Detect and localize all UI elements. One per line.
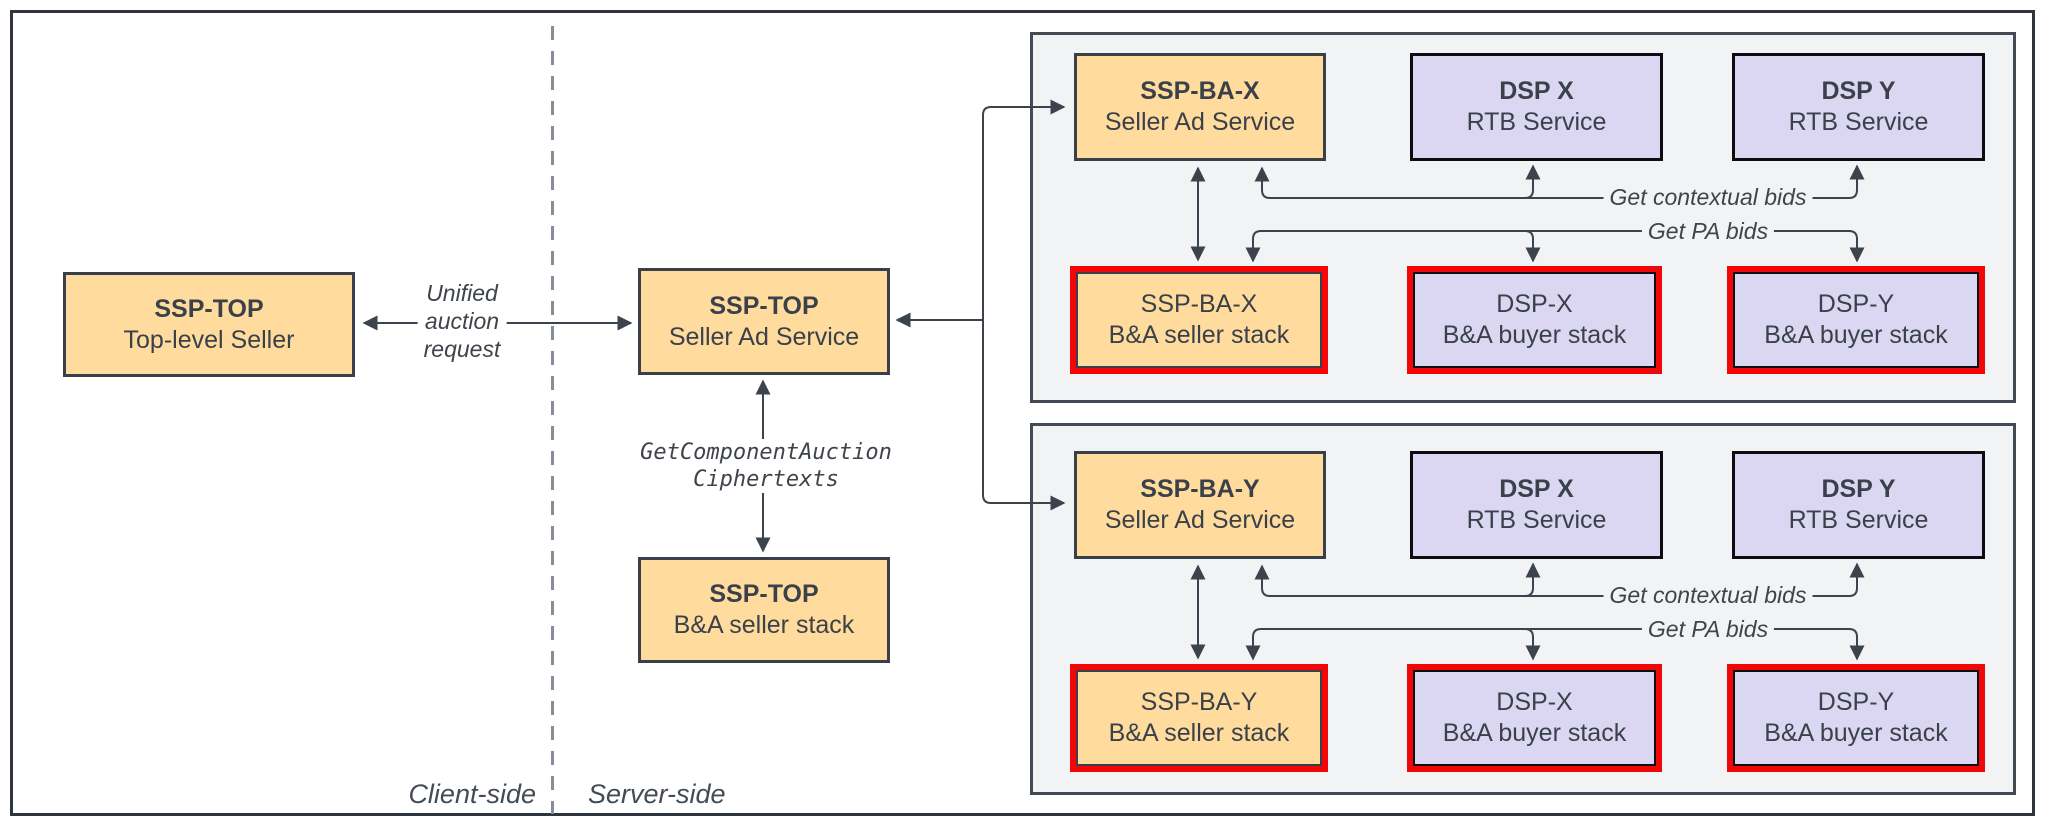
box-title: DSP X: [1499, 475, 1574, 503]
box-subtitle: RTB Service: [1788, 506, 1929, 534]
box-ssp-ba-y-seller-ad-service: SSP-BA-Y Seller Ad Service: [1074, 451, 1326, 559]
box-title: SSP-BA-Y: [1140, 688, 1258, 716]
box-ssp-top-ba-seller-stack: SSP-TOP B&A seller stack: [638, 557, 890, 663]
box-ssp-ba-x-seller-ad-service: SSP-BA-X Seller Ad Service: [1074, 53, 1326, 161]
box-dsp-x-ba-buyer-stack-1: DSP-X B&A buyer stack: [1407, 266, 1662, 374]
box-title: SSP-BA-Y: [1140, 475, 1260, 503]
label-get-contextual-bids-2: Get contextual bids: [1603, 581, 1813, 609]
box-subtitle: B&A seller stack: [1108, 719, 1290, 747]
label-get-pa-bids-1: Get PA bids: [1641, 217, 1775, 245]
box-subtitle: B&A seller stack: [1108, 321, 1290, 349]
box-dsp-y-ba-buyer-stack-2: DSP-Y B&A buyer stack: [1727, 664, 1985, 772]
box-ssp-top-seller-ad-service: SSP-TOP Seller Ad Service: [638, 268, 890, 375]
box-subtitle: B&A buyer stack: [1764, 321, 1948, 349]
box-dsp-x-ba-buyer-stack-2: DSP-X B&A buyer stack: [1407, 664, 1662, 772]
client-server-divider-line: [551, 26, 554, 814]
label-unified-auction-request: Unified auction request: [417, 279, 507, 363]
label-client-side: Client-side: [408, 779, 536, 809]
box-subtitle: B&A buyer stack: [1442, 719, 1627, 747]
box-dsp-y-rtb-service-2: DSP Y RTB Service: [1732, 451, 1985, 559]
box-title: DSP-Y: [1817, 290, 1895, 318]
box-title: DSP-X: [1496, 688, 1573, 716]
box-ssp-ba-x-ba-seller-stack: SSP-BA-X B&A seller stack: [1070, 266, 1328, 374]
box-dsp-x-rtb-service-1: DSP X RTB Service: [1410, 53, 1663, 161]
box-title: DSP-Y: [1817, 688, 1895, 716]
box-subtitle: B&A buyer stack: [1442, 321, 1627, 349]
box-title: DSP X: [1499, 77, 1574, 105]
box-subtitle: Seller Ad Service: [1104, 108, 1296, 136]
box-title: DSP Y: [1821, 475, 1896, 503]
box-subtitle: RTB Service: [1466, 108, 1607, 136]
box-title: DSP Y: [1821, 77, 1896, 105]
box-dsp-y-ba-buyer-stack-1: DSP-Y B&A buyer stack: [1727, 266, 1985, 374]
box-title: SSP-BA-X: [1140, 77, 1260, 105]
box-subtitle: Top-level Seller: [123, 325, 295, 354]
box-ssp-top-top-level-seller: SSP-TOP Top-level Seller: [63, 272, 355, 377]
box-subtitle: Seller Ad Service: [668, 322, 860, 351]
box-title: DSP-X: [1496, 290, 1573, 318]
box-title: SSP-TOP: [154, 294, 264, 323]
box-dsp-y-rtb-service-1: DSP Y RTB Service: [1732, 53, 1985, 161]
box-subtitle: B&A seller stack: [673, 611, 855, 639]
label-server-side: Server-side: [588, 779, 726, 809]
box-title: SSP-TOP: [709, 291, 819, 320]
box-subtitle: B&A buyer stack: [1764, 719, 1948, 747]
box-subtitle: RTB Service: [1466, 506, 1607, 534]
box-title: SSP-BA-X: [1140, 290, 1258, 318]
label-get-component-auction-ciphertexts: GetComponentAuction Ciphertexts: [634, 439, 898, 493]
box-subtitle: Seller Ad Service: [1104, 506, 1296, 534]
box-dsp-x-rtb-service-2: DSP X RTB Service: [1410, 451, 1663, 559]
label-get-contextual-bids-1: Get contextual bids: [1603, 183, 1813, 211]
box-ssp-ba-y-ba-seller-stack: SSP-BA-Y B&A seller stack: [1070, 664, 1328, 772]
box-subtitle: RTB Service: [1788, 108, 1929, 136]
label-get-pa-bids-2: Get PA bids: [1641, 615, 1775, 643]
box-title: SSP-TOP: [709, 580, 819, 608]
